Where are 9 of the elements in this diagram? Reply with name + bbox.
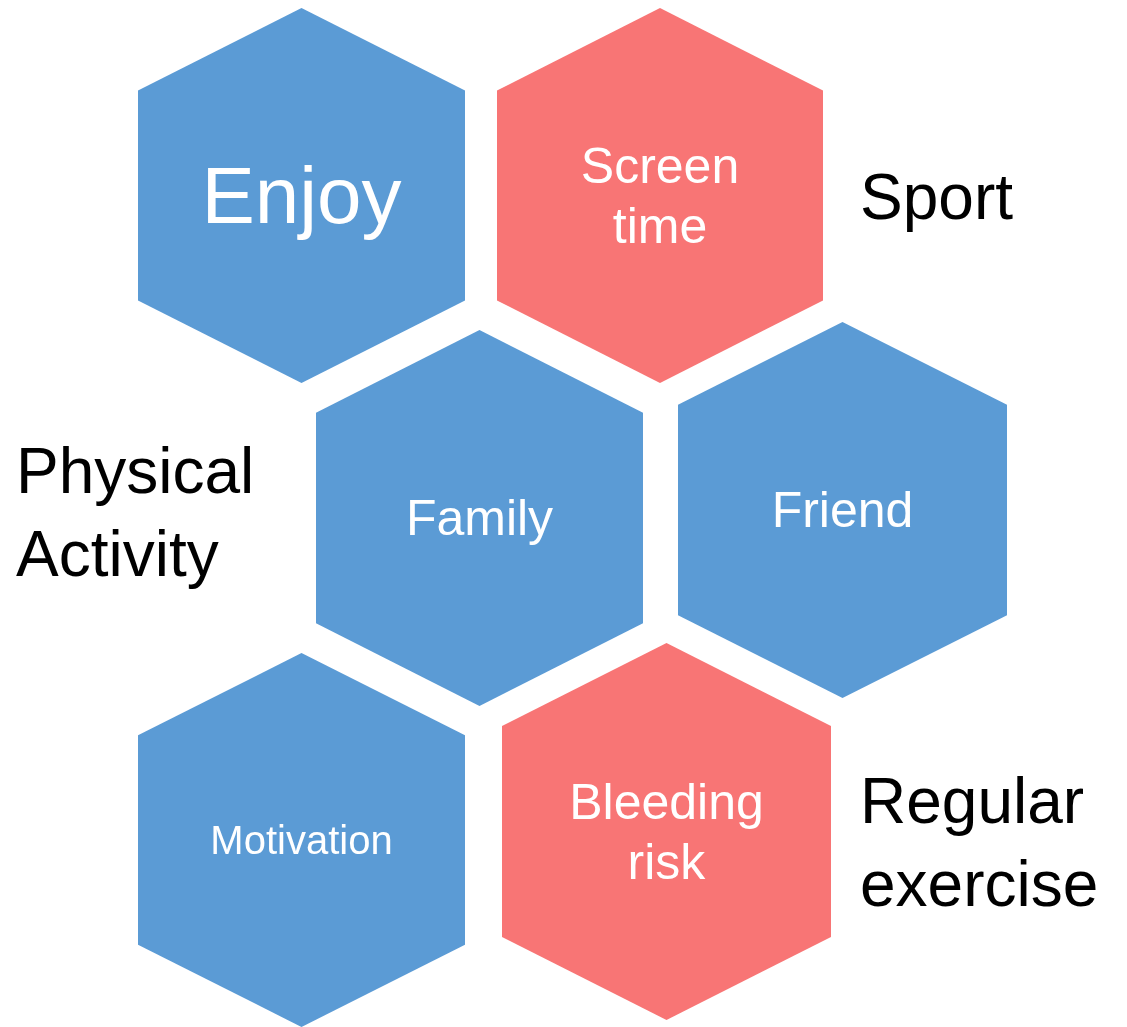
label-text: Physical Activity [16, 434, 256, 593]
node-text: Family [405, 489, 554, 548]
node-text: Enjoy [201, 149, 402, 242]
label-text: Regular exercise [860, 764, 1100, 923]
node-text: Friend [771, 481, 914, 540]
node-text: Screen time [579, 136, 741, 256]
node-text: Motivation [210, 817, 393, 864]
node-text: Bleeding risk [568, 772, 765, 892]
label-text: Sport [860, 160, 1013, 235]
